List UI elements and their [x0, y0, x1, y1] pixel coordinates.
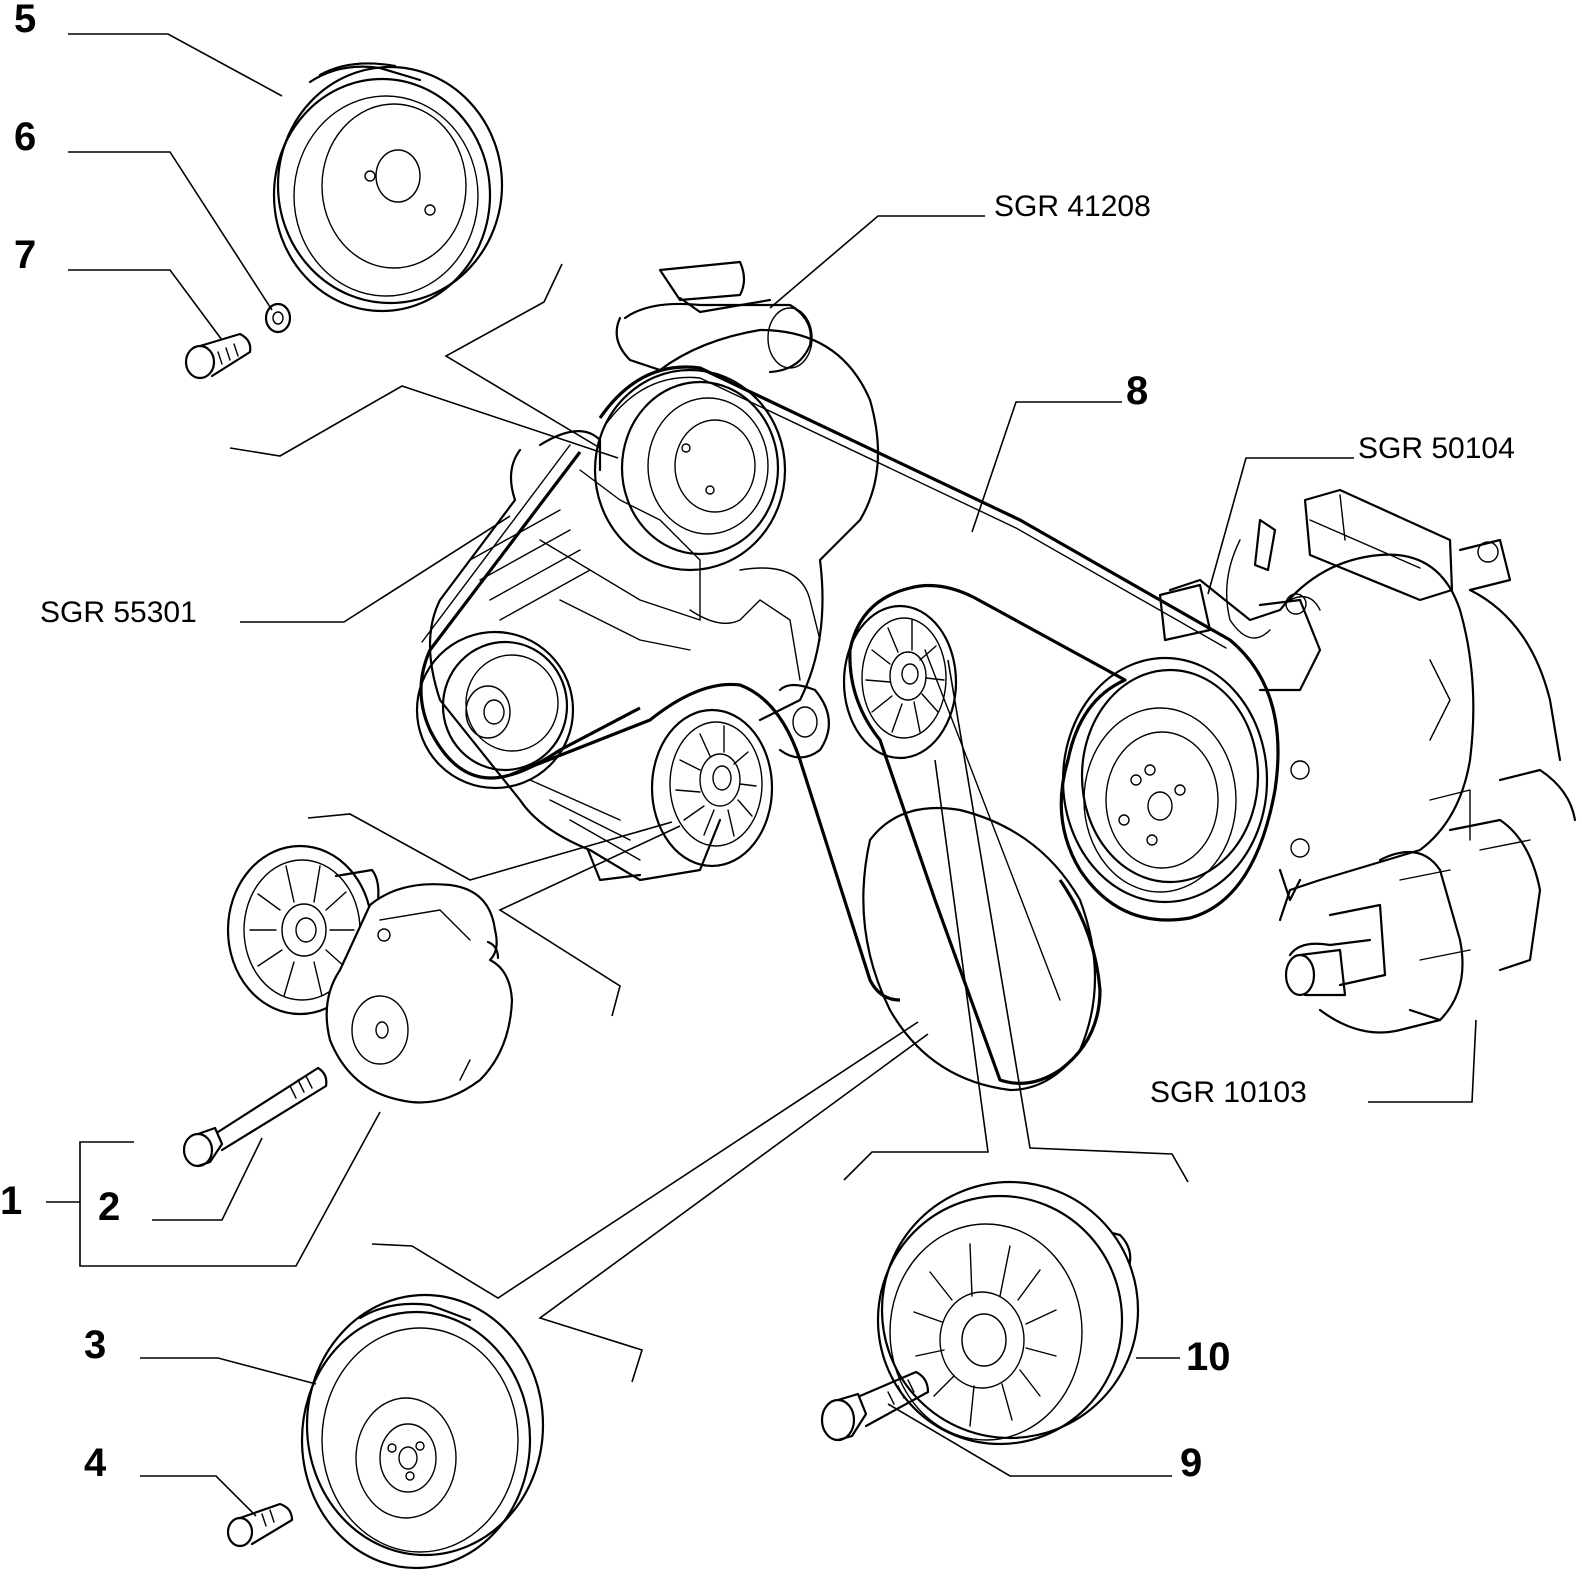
ac-compressor-pulley	[1061, 656, 1269, 904]
engine-assembly	[428, 260, 1097, 1092]
ref-sgr-55301: SGR 55301	[40, 596, 197, 629]
ref-sgr-10103: SGR 10103	[1150, 1076, 1307, 1109]
callout-8: 8	[1126, 369, 1148, 413]
ac-compressor	[1158, 488, 1562, 922]
callout-7: 7	[14, 233, 36, 277]
callout-9: 9	[1180, 1441, 1202, 1485]
part-6-washer	[264, 302, 292, 334]
leader-lines	[46, 33, 1477, 1517]
part-9-bolt	[820, 1370, 930, 1442]
callout-4: 4	[84, 1441, 107, 1485]
part-10-idler-pulley	[876, 1180, 1140, 1446]
part-3-pulley	[300, 1293, 545, 1570]
callout-5: 5	[14, 0, 36, 41]
crankshaft	[1284, 768, 1577, 1034]
part-1-tensioner-assembly	[226, 844, 514, 1104]
part-2-bolt	[182, 1066, 328, 1168]
alternator-pulley	[415, 630, 575, 790]
idler-pulley-engine	[842, 604, 958, 760]
ref-sgr-41208: SGR 41208	[994, 190, 1151, 223]
callout-3: 3	[84, 1323, 106, 1367]
part-5-pulley	[272, 62, 504, 313]
part-4-bolt	[226, 1502, 294, 1548]
water-pump-pulley	[593, 368, 787, 572]
ref-sgr-50104: SGR 50104	[1358, 432, 1515, 465]
part-7-bolt	[184, 332, 252, 380]
callout-2: 2	[98, 1185, 120, 1229]
callout-10: 10	[1186, 1335, 1231, 1379]
callout-6: 6	[14, 115, 36, 159]
serpentine-belt-8	[419, 365, 1280, 1085]
callout-labels: 5 6 7 8 1 2 3 4 9 10 SGR 41208 SGR 50104…	[0, 0, 1515, 1485]
tensioner-pulley-engine	[650, 708, 774, 868]
callout-1: 1	[0, 1179, 22, 1223]
